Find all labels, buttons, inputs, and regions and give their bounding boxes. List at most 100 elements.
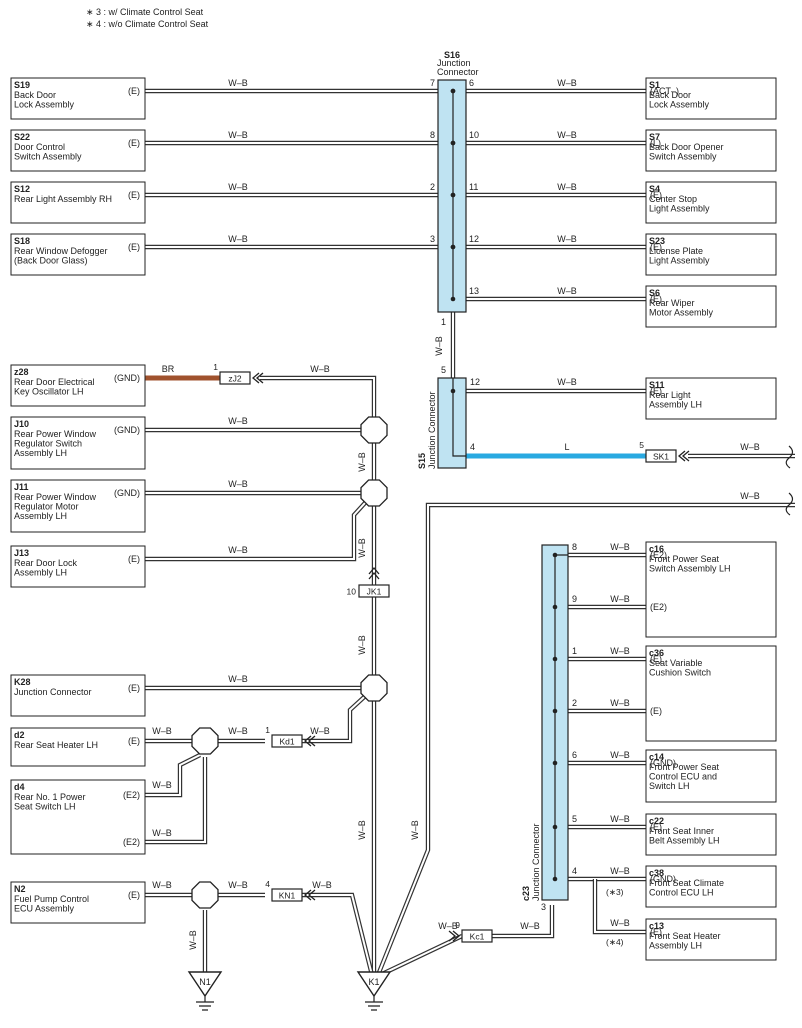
wire-j13-core	[145, 492, 375, 560]
comp-k28-terminal: (E)	[128, 683, 140, 693]
comp-s7-frame	[645, 129, 777, 172]
wire-label-kd1: W–B	[310, 726, 330, 736]
conn-sk1-id: SK1	[653, 452, 669, 462]
comp-s19-frame	[10, 77, 146, 120]
comp-s4-desc: Light Assembly	[649, 204, 710, 214]
pin-number: 10	[469, 130, 479, 140]
comp-j11-desc: Rear Power Window	[14, 492, 97, 502]
splice-dot	[552, 760, 558, 766]
wire-label-s16-right: W–B	[557, 286, 577, 296]
comp-j13-id: J13	[14, 548, 29, 558]
wire-long-core	[377, 504, 795, 976]
comp-d4-desc: Seat Switch LH	[14, 802, 76, 812]
splice-dot	[552, 552, 558, 558]
wire-label-s16-s15: W–B	[434, 336, 444, 356]
wire-kn1-core	[302, 894, 373, 976]
comp-j11-desc: Regulator Motor	[14, 502, 79, 512]
wire-label-c23-tap: W–B	[610, 814, 630, 824]
wire-label-zj2: W–B	[310, 364, 330, 374]
comp-d2-desc: Rear Seat Heater LH	[14, 740, 98, 750]
comp-z28-desc: Key Oscillator LH	[14, 387, 84, 397]
conn-jk1-pin: 10	[347, 587, 357, 597]
variant-mark: (∗3)	[606, 887, 624, 897]
splice-dot	[450, 244, 456, 250]
comp-d4-terminal: (E2)	[123, 837, 140, 847]
comp-d2-id: d2	[14, 730, 25, 740]
wire-label-c23: W–B	[520, 921, 540, 931]
comp-k28-frame	[10, 674, 146, 717]
comp-n2-id: N2	[14, 884, 26, 894]
note-climate: ∗ 3 : w/ Climate Control Seat	[86, 7, 204, 17]
comp-s23-desc: License Plate	[649, 246, 703, 256]
jc-s16-label: Connector	[437, 67, 479, 77]
wire-label-d2: W–B	[152, 726, 172, 736]
comp-z28-id: z28	[14, 367, 29, 377]
conn-kc1-id: Kc1	[470, 932, 485, 942]
conn-zj2-box	[219, 371, 251, 385]
comp-c38-desc: Front Seat Climate	[649, 878, 724, 888]
wires-layer	[145, 88, 795, 985]
wire-break	[785, 445, 794, 469]
comp-s22-id: S22	[14, 132, 30, 142]
s15-bus	[452, 378, 466, 457]
comp-s23-frame	[645, 233, 777, 276]
wire-label-trunk: W–B	[228, 479, 248, 489]
ground-k1-id: K1	[368, 977, 379, 987]
comp-n2-desc: Fuel Pump Control	[14, 894, 89, 904]
wire-label-n1: W–B	[188, 930, 198, 950]
conn-kd1-pin: 1	[265, 725, 270, 735]
comp-c16-frame	[645, 541, 777, 638]
comp-c13-frame	[645, 918, 777, 961]
comp-j10-desc: Regulator Switch	[14, 439, 82, 449]
wire-label-kn1: W–B	[312, 880, 332, 890]
comp-s1-id: S1	[649, 80, 660, 90]
splice-j11	[360, 479, 388, 507]
comp-c14-frame	[645, 749, 777, 803]
wire-j13	[145, 491, 376, 562]
comp-z28-desc: Rear Door Electrical	[14, 377, 95, 387]
wire-label-c23-tap: W–B	[610, 866, 630, 876]
comp-c13-id: c13	[649, 921, 664, 931]
pin-number: 2	[430, 182, 435, 192]
comp-n2-desc: ECU Assembly	[14, 904, 75, 914]
wire-label-l: L	[564, 442, 569, 452]
wire-label-s15-s11: W–B	[557, 377, 577, 387]
wire-label-kc1: W–B	[438, 921, 458, 931]
pin-number: 8	[572, 542, 577, 552]
colored-wires-layer	[145, 375, 646, 459]
comp-c38-frame	[645, 865, 777, 908]
comp-s1-terminal: (ACT–)	[650, 86, 679, 96]
comp-s6-desc: Rear Wiper	[649, 298, 695, 308]
comp-k28-desc: Junction Connector	[14, 687, 92, 697]
comp-c36-id: c36	[649, 648, 664, 658]
comp-c22-frame	[645, 813, 777, 856]
comp-j13-frame	[10, 545, 146, 588]
conn-jk1-box	[358, 584, 390, 598]
comp-s7-id: S7	[649, 132, 660, 142]
wire-label-c23-tap: W–B	[610, 646, 630, 656]
splice-dot	[552, 876, 558, 882]
conn-zj2-arrow	[251, 372, 264, 384]
splice-d2	[191, 727, 219, 755]
comp-j11-frame	[10, 479, 146, 533]
wire-label-s16-right: W–B	[557, 234, 577, 244]
wire-label-c23-tap: W–B	[610, 698, 630, 708]
comp-n2-terminal: (E)	[128, 890, 140, 900]
comp-s23-terminal: (E)	[650, 242, 662, 252]
comp-c22-desc: Front Seat Inner	[649, 826, 714, 836]
wire-break	[785, 492, 794, 516]
